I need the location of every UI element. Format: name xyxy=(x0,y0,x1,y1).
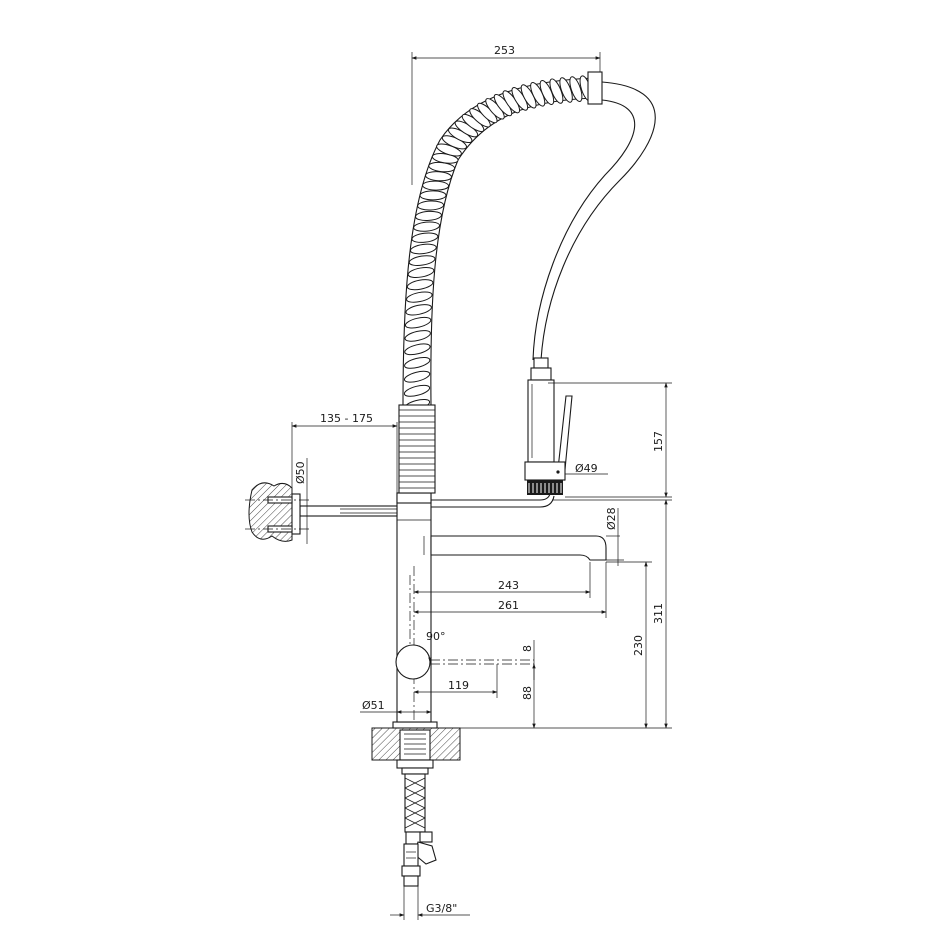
connection-thread-label: G3/8" xyxy=(426,902,457,915)
lever-height-label: 88 xyxy=(521,686,534,700)
coil-ring xyxy=(425,171,452,182)
coil-ring xyxy=(417,200,445,211)
spout-reach-outlet-label: 243 xyxy=(498,579,519,592)
spring-reach-label: 253 xyxy=(494,44,515,57)
faucet-body xyxy=(396,492,432,723)
coil-ring xyxy=(408,255,436,266)
body-diameter-dimension: Ø51 xyxy=(360,699,432,722)
height-dimensions: 311 230 xyxy=(437,499,672,729)
spring-reach-dimension: 253 xyxy=(411,44,601,185)
spray-head-diameter-label: Ø49 xyxy=(575,462,598,475)
spout xyxy=(423,535,607,561)
coil-ring xyxy=(559,77,573,103)
spring-coil xyxy=(398,71,603,494)
lever-rotation-dimension: 90° xyxy=(412,630,446,663)
coil-ring xyxy=(404,343,431,356)
coil-ring xyxy=(404,356,431,369)
spray-head-height-label: 157 xyxy=(652,431,665,452)
coil-ring xyxy=(404,316,432,329)
lever-rotation-label: 90° xyxy=(426,630,446,643)
coil-ring xyxy=(406,291,433,303)
spout-reach-tip-label: 261 xyxy=(498,599,519,612)
wall-plate-diameter-dimension: Ø50 xyxy=(294,458,308,544)
coil-ring xyxy=(404,330,431,342)
countertop-section xyxy=(371,721,461,775)
coil-ring xyxy=(403,370,431,383)
coil-ring xyxy=(422,180,450,191)
coil-ring xyxy=(419,190,447,201)
wall-plate-diameter-label: Ø50 xyxy=(294,461,307,484)
lower-coil-bellows xyxy=(398,404,436,494)
coil-ring xyxy=(413,221,441,232)
lever-reach-dimension: 119 xyxy=(413,664,498,698)
spray-head xyxy=(524,357,573,495)
wall-bracket-label: 135 - 175 xyxy=(320,412,373,425)
spout-diameter-label: Ø28 xyxy=(605,507,618,530)
total-height-label: 311 xyxy=(652,603,665,624)
supply-hoses xyxy=(401,773,437,887)
lever-thickness-label: 8 xyxy=(521,645,534,652)
coil-ring xyxy=(569,76,583,102)
spout-reach-dimensions: 243 261 xyxy=(413,562,607,618)
body-diameter-label: Ø51 xyxy=(362,699,385,712)
coil-ring xyxy=(405,304,432,316)
control-lever xyxy=(395,644,534,680)
spray-head-height-dimension: 157 xyxy=(548,382,672,498)
coil-ring xyxy=(410,243,437,255)
coil-ring xyxy=(407,267,435,278)
lever-height-dimension: 88 xyxy=(521,663,536,729)
connection-thread-dimension: G3/8" xyxy=(390,886,470,920)
coil-ring xyxy=(403,384,431,397)
coil-ring xyxy=(415,210,442,221)
spout-diameter-dimension: Ø28 xyxy=(605,507,624,566)
wall-support-arm xyxy=(245,482,398,542)
spray-head-diameter-dimension: Ø49 xyxy=(565,462,608,475)
spout-outlet-height-label: 230 xyxy=(632,635,645,656)
lever-reach-label: 119 xyxy=(448,679,469,692)
coil-ring xyxy=(549,78,564,104)
flexible-hose xyxy=(532,81,656,361)
wall-bracket-dimension: 135 - 175 xyxy=(291,412,398,494)
coil-ring xyxy=(406,279,434,291)
coil-ring xyxy=(411,232,439,243)
coil-rings xyxy=(403,75,593,411)
